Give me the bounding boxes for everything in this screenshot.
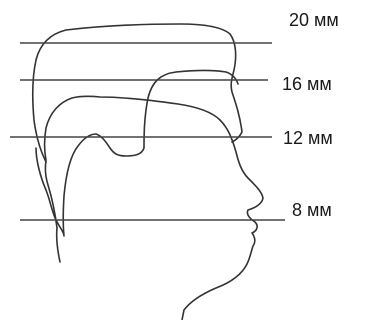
level-label-20mm: 20 мм: [289, 10, 339, 30]
level-label-12mm: 12 мм: [283, 128, 333, 148]
level-label-8mm: 8 мм: [292, 200, 332, 220]
hair-inner-edge: [36, 71, 238, 237]
head-profile-outline: [45, 96, 264, 320]
level-label-16mm: 16 мм: [282, 74, 332, 94]
hair-outline: [33, 24, 242, 162]
